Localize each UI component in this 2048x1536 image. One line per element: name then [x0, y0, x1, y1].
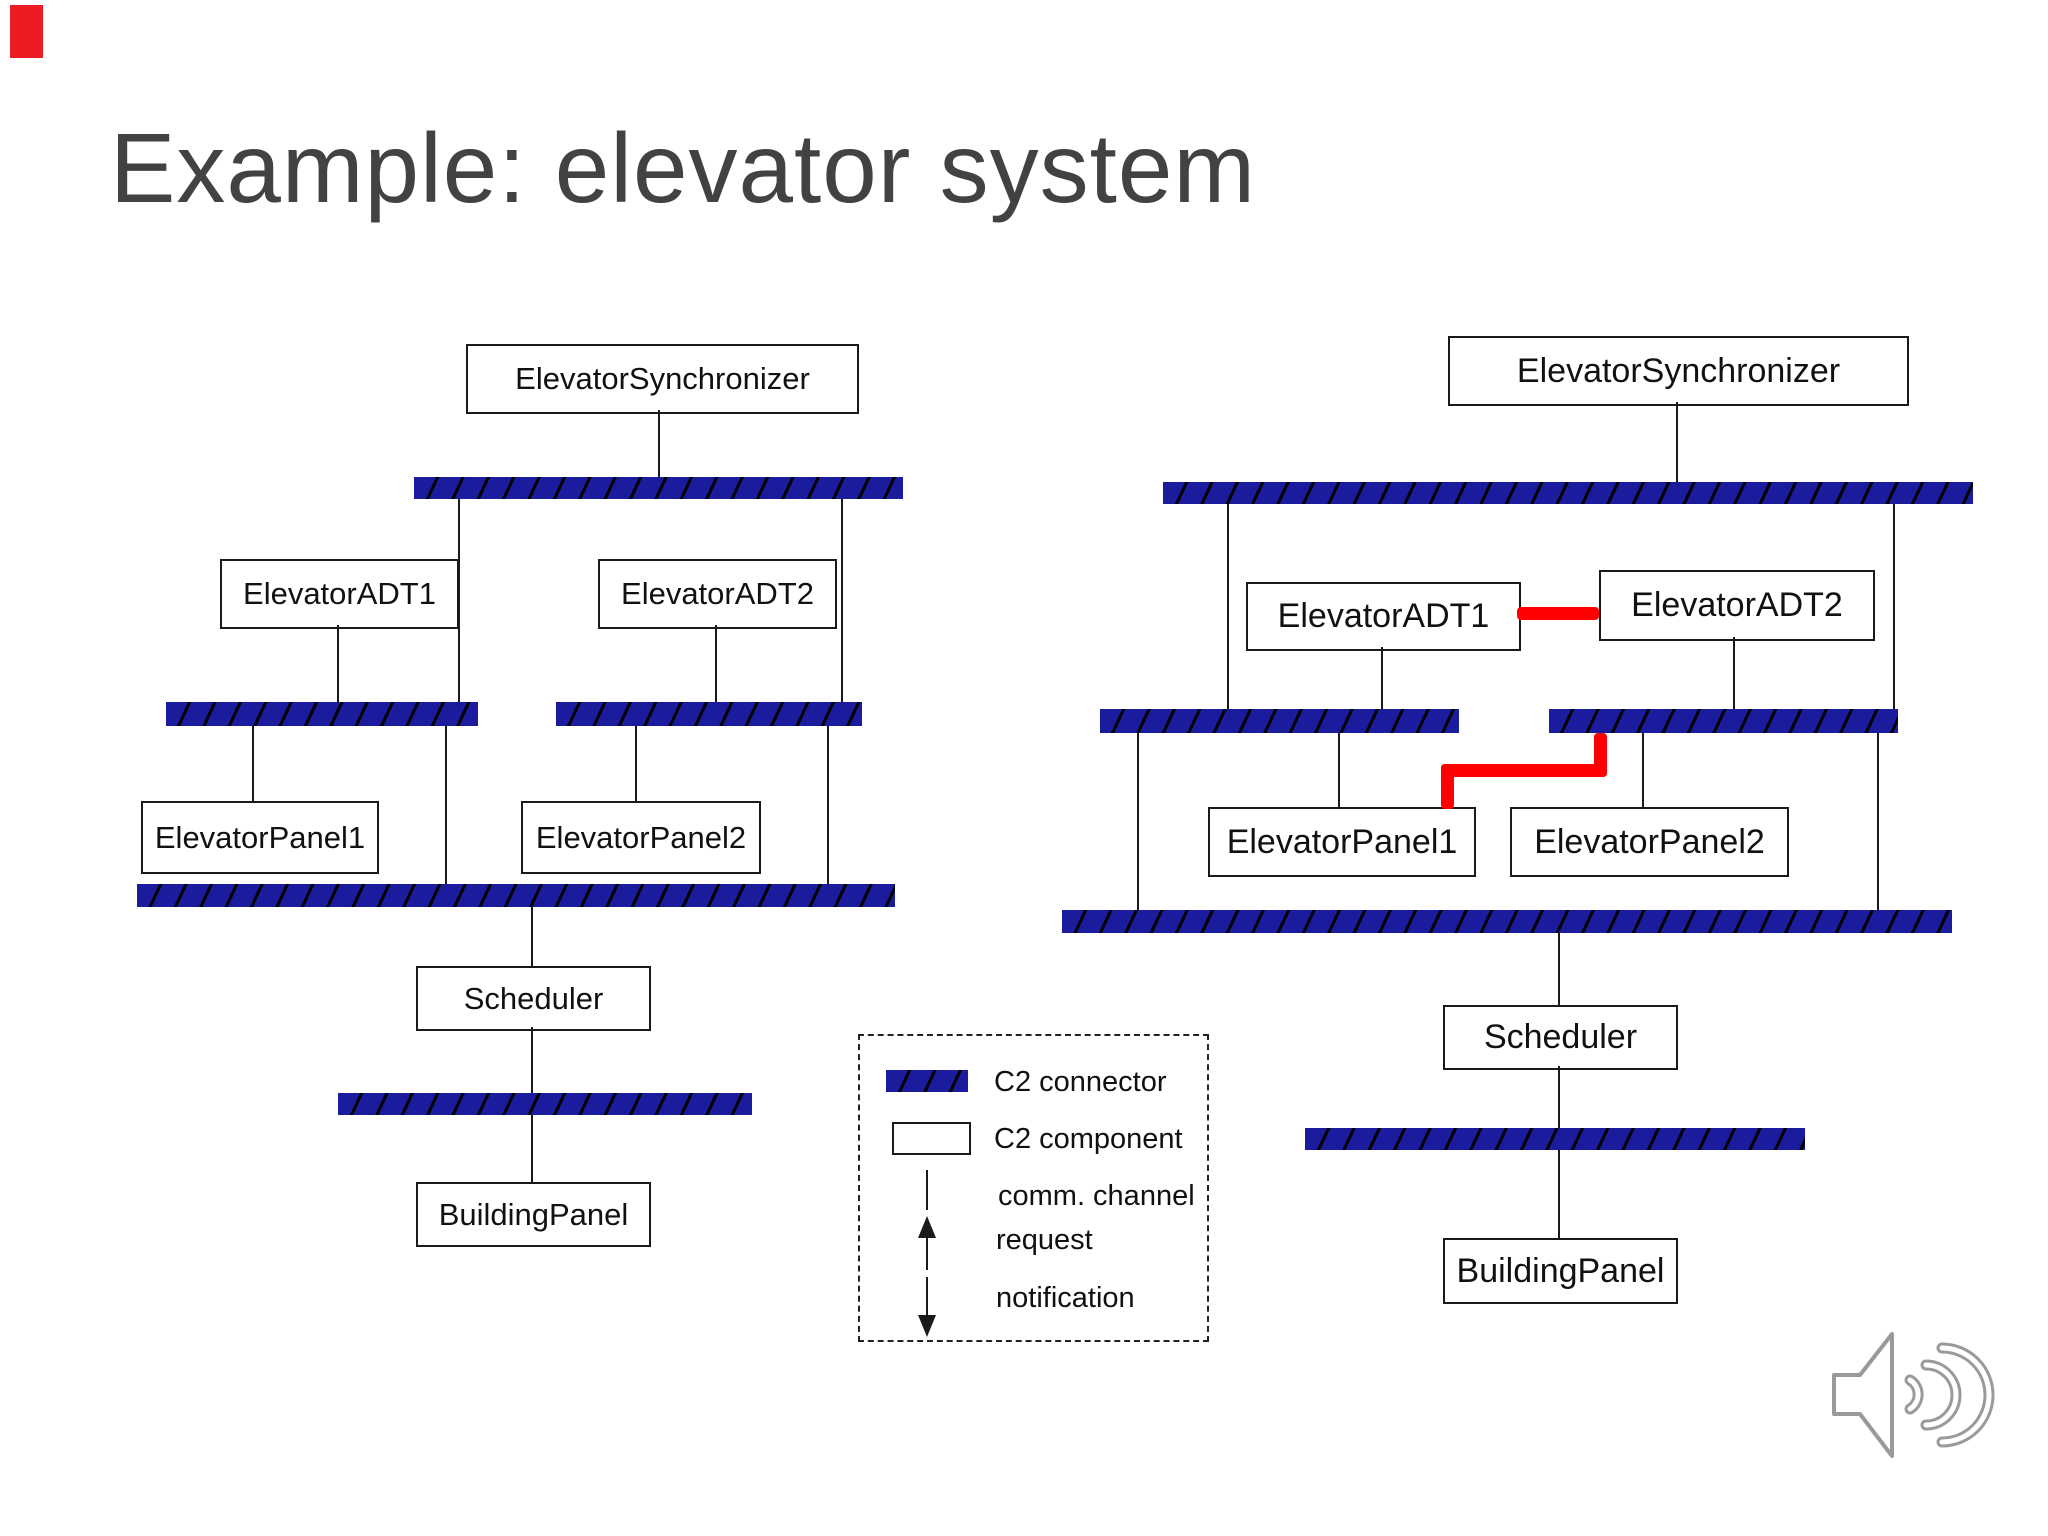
speaker-horn-shape	[1832, 1332, 1894, 1458]
component-elevator-synchronizer: ElevatorSynchronizer	[1448, 336, 1909, 406]
red-link-connector-to-panel1-horizontal	[1441, 764, 1607, 777]
component-elevator-adt1: ElevatorADT1	[220, 559, 459, 629]
comm-channel-line	[1642, 733, 1644, 807]
legend-label-comm-channel: comm. channel	[998, 1180, 1195, 1212]
comm-channel-line	[1137, 733, 1139, 910]
component-building-panel: BuildingPanel	[416, 1182, 651, 1247]
c2-connector-bar	[1305, 1128, 1805, 1150]
comm-channel-line	[1381, 647, 1383, 709]
comm-channel-line	[635, 726, 637, 801]
legend-label-notification: notification	[996, 1282, 1135, 1314]
c2-connector-bar	[1163, 482, 1973, 504]
sound-wave-medium-outline	[1920, 1359, 1962, 1431]
legend-label-request: request	[996, 1224, 1093, 1256]
request-up-arrow-icon	[918, 1216, 936, 1238]
comm-channel-line	[1558, 1066, 1560, 1128]
c2-connector-bar	[556, 702, 862, 726]
comm-channel-symbol	[926, 1170, 928, 1210]
comm-channel-line	[337, 625, 339, 702]
component-elevator-synchronizer: ElevatorSynchronizer	[466, 344, 859, 414]
c2-connector-bar	[338, 1093, 752, 1115]
c2-connector-bar	[166, 702, 478, 726]
comm-channel-line	[458, 499, 460, 702]
comm-channel-line	[1227, 504, 1229, 709]
c2-component-swatch	[892, 1122, 971, 1155]
component-building-panel: BuildingPanel	[1443, 1238, 1678, 1304]
legend-label-c2-component: C2 component	[994, 1123, 1183, 1155]
sound-wave-large-core	[1939, 1345, 1992, 1445]
comm-channel-line	[1733, 637, 1735, 709]
legend-label-c2-connector: C2 connector	[994, 1066, 1167, 1098]
component-elevator-panel2: ElevatorPanel2	[521, 801, 761, 874]
red-link-adt1-adt2	[1517, 607, 1599, 620]
comm-channel-line	[715, 625, 717, 702]
slide-title: Example: elevator system	[110, 113, 1256, 223]
comm-channel-line	[445, 726, 447, 884]
comm-channel-line	[1558, 1150, 1560, 1238]
comm-channel-line	[841, 499, 843, 702]
corner-red-mark	[10, 5, 43, 58]
comm-channel-line	[252, 726, 254, 801]
c2-connector-swatch	[886, 1070, 968, 1092]
comm-channel-line	[531, 1115, 533, 1182]
comm-channel-line	[1338, 733, 1340, 807]
component-elevator-panel1: ElevatorPanel1	[141, 801, 379, 874]
component-elevator-adt1: ElevatorADT1	[1246, 582, 1521, 651]
comm-channel-line	[1558, 933, 1560, 1005]
comm-channel-line	[1893, 504, 1895, 709]
c2-connector-bar	[137, 884, 895, 907]
component-scheduler: Scheduler	[416, 966, 651, 1031]
sound-wave-large-outline	[1936, 1342, 1995, 1448]
component-elevator-adt2: ElevatorADT2	[1599, 570, 1875, 641]
c2-connector-bar	[1100, 709, 1459, 733]
request-arrow-shaft	[926, 1236, 928, 1270]
c2-connector-bar	[1062, 910, 1952, 933]
notification-down-arrow-icon	[918, 1315, 936, 1337]
sound-wave-small-core	[1907, 1377, 1921, 1412]
sound-wave-medium-core	[1923, 1362, 1959, 1428]
comm-channel-line	[827, 726, 829, 884]
red-link-connector-to-panel1-drop	[1441, 764, 1454, 809]
component-elevator-adt2: ElevatorADT2	[598, 559, 837, 629]
comm-channel-line	[1676, 402, 1678, 482]
c2-connector-bar	[1549, 709, 1898, 733]
comm-channel-line	[658, 410, 660, 477]
speaker-audio-icon[interactable]	[1826, 1328, 1996, 1463]
component-scheduler: Scheduler	[1443, 1005, 1678, 1070]
notification-arrow-shaft	[926, 1277, 928, 1317]
comm-channel-line	[531, 1027, 533, 1093]
c2-connector-bar	[414, 477, 903, 499]
comm-channel-line	[531, 907, 533, 966]
comm-channel-line	[1877, 733, 1879, 910]
component-elevator-panel1: ElevatorPanel1	[1208, 807, 1476, 877]
legend: C2 connector C2 component comm. channel …	[858, 1034, 1209, 1342]
component-elevator-panel2: ElevatorPanel2	[1510, 807, 1789, 877]
